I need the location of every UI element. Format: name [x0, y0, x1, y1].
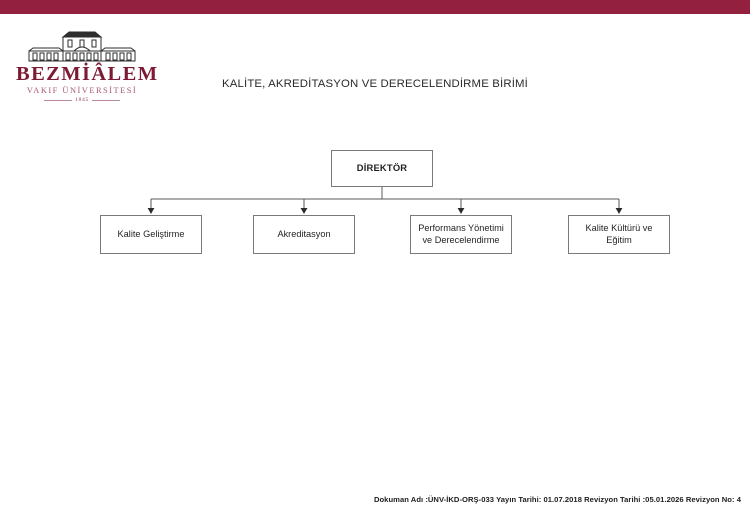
org-node-performans-yonetimi-ve-derecelendirme[interactable]: Performans Yönetimi ve Derecelendirme [410, 215, 512, 254]
logo-year-rule-right [92, 100, 120, 102]
page-title: KALİTE, AKREDİTASYON VE DERECELENDİRME B… [222, 78, 528, 90]
header-accent-band [0, 0, 750, 14]
org-node-direktor[interactable]: DİREKTÖR [331, 150, 433, 187]
logo-wordmark: BEZMİÂLEM [16, 63, 159, 85]
org-node-kalite-kulturu-ve-egitim[interactable]: Kalite Kültürü ve Eğitim [568, 215, 670, 254]
document-footer: Dokuman Adı :ÜNV-İKD-ORŞ-033 Yayın Tarih… [373, 495, 741, 504]
org-node-label: Akreditasyon [277, 228, 331, 239]
org-node-akreditasyon[interactable]: Akreditasyon [253, 215, 355, 254]
org-node-label-line-2: ve Derecelendirme [422, 234, 500, 245]
org-node-label: Performans Yönetimi ve Derecelendirme [413, 223, 509, 247]
org-node-label-line-2: Eğitim [606, 234, 632, 245]
org-node-label-line-1: Performans Yönetimi [418, 222, 504, 233]
org-node-label: Kalite Geliştirme [117, 228, 185, 239]
org-node-label: Kalite Kültürü ve Eğitim [581, 223, 658, 247]
org-node-kalite-gelistirme[interactable]: Kalite Geliştirme [100, 215, 202, 254]
university-building-icon [28, 31, 136, 62]
org-node-label: DİREKTÖR [356, 162, 408, 174]
logo-year: 1845 [75, 96, 89, 103]
logo-year-rule-left [44, 100, 72, 102]
university-logo: BEZMİÂLEM VAKIF ÜNİVERSİTESİ 1845 [16, 28, 159, 103]
logo-year-row: 1845 [16, 96, 148, 104]
org-node-label-line-1: Kalite Kültürü ve [585, 222, 653, 233]
logo-subwordmark: VAKIF ÜNİVERSİTESİ [26, 85, 138, 95]
